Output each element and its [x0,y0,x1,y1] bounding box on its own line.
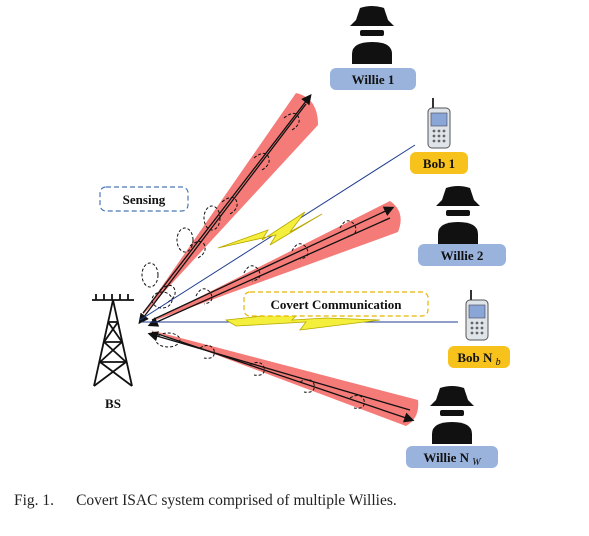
willie-1-label: Willie 1 [352,72,395,87]
sensing-label: Sensing [123,192,166,207]
willie-nw-label: Willie N W [423,450,482,468]
willie-2-label: Willie 2 [441,248,484,263]
bob-1-label: Bob 1 [423,156,455,171]
bs-tower-icon [92,294,134,387]
comm-link-bob-1 [139,144,416,321]
covert-label-box: Covert Communication [243,291,429,317]
bob-nb-label: Bob N b [457,350,500,368]
bs-label: BS [105,396,121,411]
caption-text: Covert ISAC system comprised of multiple… [76,492,397,509]
sensing-beam-1 [138,93,318,325]
isac-system-diagram: BS Sensing Covert Communication Willie 1… [92,6,510,468]
phone-icon-bob-nb [465,290,489,341]
phone-icon-bob-1 [427,98,451,149]
covert-label: Covert Communication [270,297,402,312]
willie-2-box [418,244,506,266]
willie-1-box [330,68,416,90]
bob-nb-box [448,346,510,368]
spy-icon-willie-2 [436,186,480,244]
caption-number: Fig. 1. [14,492,55,509]
sensing-label-box: Sensing [99,186,189,212]
spy-icon-willie-nw [430,386,474,444]
figure-caption: Fig. 1. Covert ISAC system comprised of m… [14,492,397,510]
spy-icon-willie-1 [350,6,394,64]
sensing-beam-2 [147,201,401,327]
echo-ellipses [141,205,221,348]
willie-nw-box [406,446,498,468]
sensing-beam-3 [147,330,419,426]
bob-1-box [410,152,468,174]
